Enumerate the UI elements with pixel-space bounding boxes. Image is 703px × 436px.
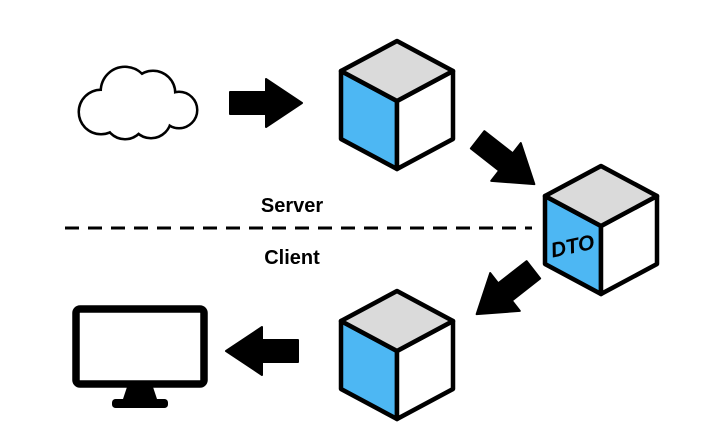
cube-top-face	[542, 163, 660, 229]
arrow-down-left-icon	[475, 260, 542, 316]
dto-cube: DTO	[542, 163, 660, 297]
monitor-screen	[72, 305, 208, 388]
monitor-icon	[72, 305, 208, 408]
server-object-cube	[338, 38, 456, 172]
client-object-cube	[338, 288, 456, 422]
cube-top-face	[338, 288, 456, 354]
cloud-icon	[77, 65, 199, 141]
monitor-base	[112, 399, 168, 408]
client-zone-label: Client	[264, 247, 320, 269]
server-zone-label: Server	[261, 195, 323, 217]
arrow-right-icon	[229, 78, 303, 128]
arrow-left-icon	[225, 326, 299, 376]
monitor-stand	[123, 384, 157, 399]
arrow-down-right-icon	[469, 130, 536, 186]
cube-top-face	[338, 38, 456, 104]
